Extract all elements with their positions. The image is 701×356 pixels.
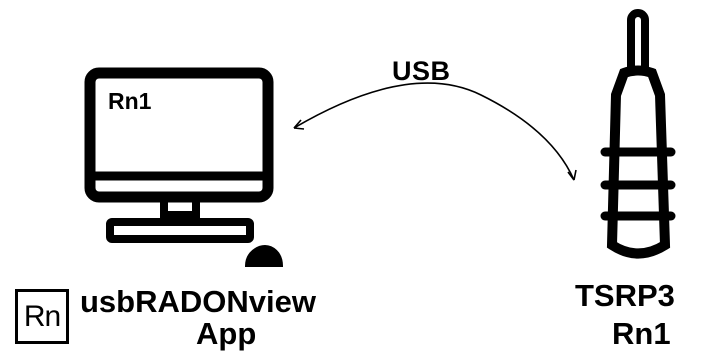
app-name-line1: usbRADONview: [80, 284, 316, 319]
monitor-icon: [84, 67, 274, 243]
app-logo-text: Rn: [23, 299, 61, 333]
app-logo: Rn: [15, 289, 69, 344]
bidirectional-arrow-icon: [293, 82, 577, 181]
radon-sensor-icon: [600, 9, 676, 259]
mouse-icon: [244, 244, 284, 267]
connection-label: USB: [392, 56, 451, 86]
monitor-screen-label: Rn1: [108, 88, 152, 114]
app-name-line2: App: [196, 316, 257, 351]
device-name-line1: TSRP3: [575, 278, 675, 313]
device-name-line2: Rn1: [612, 316, 671, 351]
